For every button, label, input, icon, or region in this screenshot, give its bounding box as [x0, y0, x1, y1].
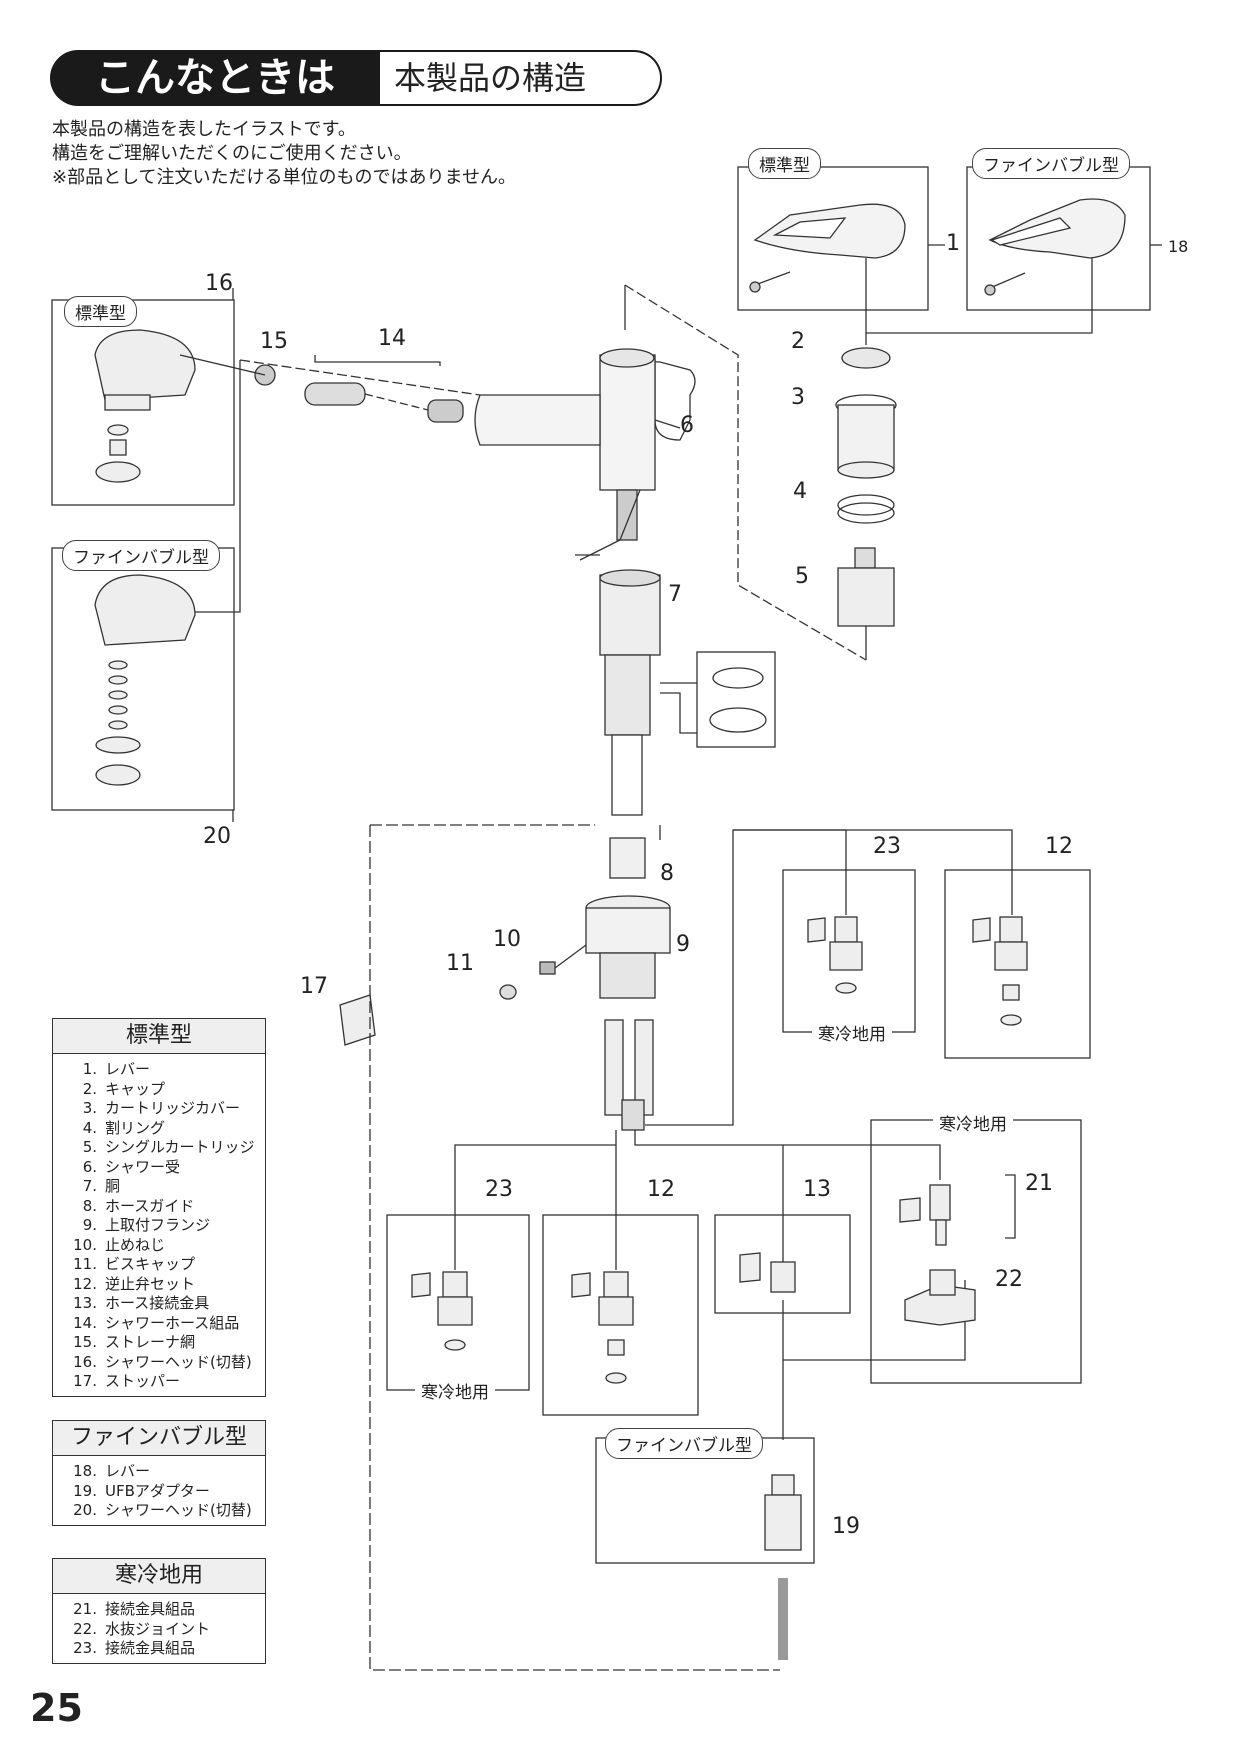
tag-fb-head: ファインバブル型 [62, 540, 220, 571]
tag-std-head: 標準型 [64, 296, 137, 327]
callout-22: 22 [995, 1267, 1023, 1292]
box-12-top [944, 869, 1091, 1059]
intro-line-3: ※部品として注文いただける単位のものではありません。 [52, 167, 516, 188]
legend-item: 7.胴 [82, 1177, 121, 1195]
legend-item: 19.UFBアダプター [73, 1481, 210, 1500]
sub-cold-23-bottom: 寒冷地用 [415, 1378, 495, 1403]
section-label: こんなときは [50, 50, 380, 106]
tag-fb-19: ファインバブル型 [605, 1428, 763, 1459]
callout-16: 16 [205, 271, 233, 296]
legend-item: 22.水抜ジョイント [73, 1619, 211, 1638]
legend-item: 2.キャップ [82, 1079, 166, 1098]
single-cartridge-part [837, 567, 895, 627]
legend-item: 23.接続金具組品 [73, 1639, 196, 1657]
callout-17: 17 [300, 974, 328, 999]
legend-item: 1.レバー [82, 1060, 151, 1078]
shower-hose-part [304, 382, 366, 406]
legend-item: 13.ホース接続金具 [73, 1294, 210, 1312]
sub-cold-23-top: 寒冷地用 [812, 1020, 892, 1045]
legend-item: 3.カートリッジカバー [82, 1099, 241, 1117]
callout-9: 9 [676, 932, 690, 957]
hose-guide-part [609, 837, 646, 879]
callout-14: 14 [378, 326, 406, 351]
legend-item: 4.割リング [82, 1118, 166, 1137]
intro-line-2: 構造をご理解いただくのにご使用ください。 [52, 143, 412, 164]
legend-item: 8.ホースガイド [82, 1196, 195, 1215]
page-title: 本製品の構造 [380, 50, 662, 106]
legend-standard: 標準型 1.レバー 2.キャップ 3.カートリッジカバー 4.割リング 5.シン… [52, 1018, 266, 1397]
callout-23-top: 23 [873, 834, 901, 859]
legend-item: 21.接続金具組品 [73, 1600, 196, 1618]
page-title-text: 本製品の構造 [394, 59, 587, 97]
legend-cold: 寒冷地用 21.接続金具組品 22.水抜ジョイント 23.接続金具組品 [52, 1558, 266, 1664]
box-std-head [51, 299, 235, 506]
head-fb-shape [94, 574, 196, 646]
ring-box [696, 651, 776, 748]
body-part [599, 574, 661, 656]
box-12-bottom [542, 1214, 699, 1416]
shower-receiver-part [599, 354, 656, 491]
page-number: 25 [30, 1686, 83, 1730]
callout-12-top: 12 [1045, 834, 1073, 859]
legend-item: 15.ストレーナ網 [73, 1333, 196, 1351]
callout-15: 15 [260, 329, 288, 354]
callout-21: 21 [1025, 1171, 1053, 1196]
legend-item: 18.レバー [73, 1462, 151, 1480]
legend-finebubble-title: ファインバブル型 [53, 1421, 265, 1456]
legend-cold-title: 寒冷地用 [53, 1559, 265, 1594]
callout-19: 19 [832, 1514, 860, 1539]
callout-12-bottom: 12 [647, 1177, 675, 1202]
callout-5: 5 [795, 564, 809, 589]
callout-20: 20 [203, 824, 231, 849]
callout-6: 6 [680, 413, 694, 438]
flange-part [585, 907, 671, 954]
intro-line-1: 本製品の構造を表したイラストです。 [52, 119, 356, 140]
box-std-lever [737, 166, 929, 311]
callout-23-bottom: 23 [485, 1177, 513, 1202]
cap-part [841, 347, 891, 369]
legend-standard-title: 標準型 [53, 1019, 265, 1054]
stopper-part [339, 994, 376, 1046]
section-header: こんなときは 本製品の構造 [50, 50, 662, 106]
legend-item: 6.シャワー受 [82, 1157, 181, 1176]
legend-item: 14.シャワーホース組品 [73, 1313, 240, 1332]
callout-2: 2 [791, 329, 805, 354]
callout-10: 10 [493, 927, 521, 952]
legend-item: 10.止めねじ [73, 1235, 166, 1254]
callout-13: 13 [803, 1177, 831, 1202]
callout-1: 1 [946, 231, 960, 256]
legend-item: 20.シャワーヘッド(切替) [73, 1501, 252, 1519]
sub-cold-21: 寒冷地用 [933, 1110, 1013, 1135]
callout-4: 4 [793, 479, 807, 504]
intro-text: 本製品の構造を表したイラストです。 構造をご理解いただくのにご使用ください。 ※… [52, 118, 516, 190]
box-cold [870, 1119, 1082, 1384]
callout-18: 18 [1168, 237, 1189, 256]
legend-item: 16.シャワーヘッド(切替) [73, 1352, 252, 1371]
callout-8: 8 [660, 861, 674, 886]
legend-item: 5.シングルカートリッジ [82, 1138, 255, 1156]
legend-item: 9.上取付フランジ [82, 1216, 211, 1234]
legend-item: 12.逆止弁セット [73, 1274, 196, 1293]
callout-7: 7 [668, 582, 682, 607]
tag-fb-lever: ファインバブル型 [972, 148, 1130, 179]
tag-std-lever: 標準型 [748, 148, 821, 179]
legend-item: 17.ストッパー [73, 1372, 181, 1390]
callout-11: 11 [446, 951, 474, 976]
legend-finebubble: ファインバブル型 18.レバー 19.UFBアダプター 20.シャワーヘッド(切… [52, 1420, 266, 1526]
cartridge-cover-part [837, 404, 895, 471]
legend-item: 11.ビスキャップ [73, 1255, 196, 1273]
head-std-shape [94, 329, 196, 401]
callout-3: 3 [791, 385, 805, 410]
